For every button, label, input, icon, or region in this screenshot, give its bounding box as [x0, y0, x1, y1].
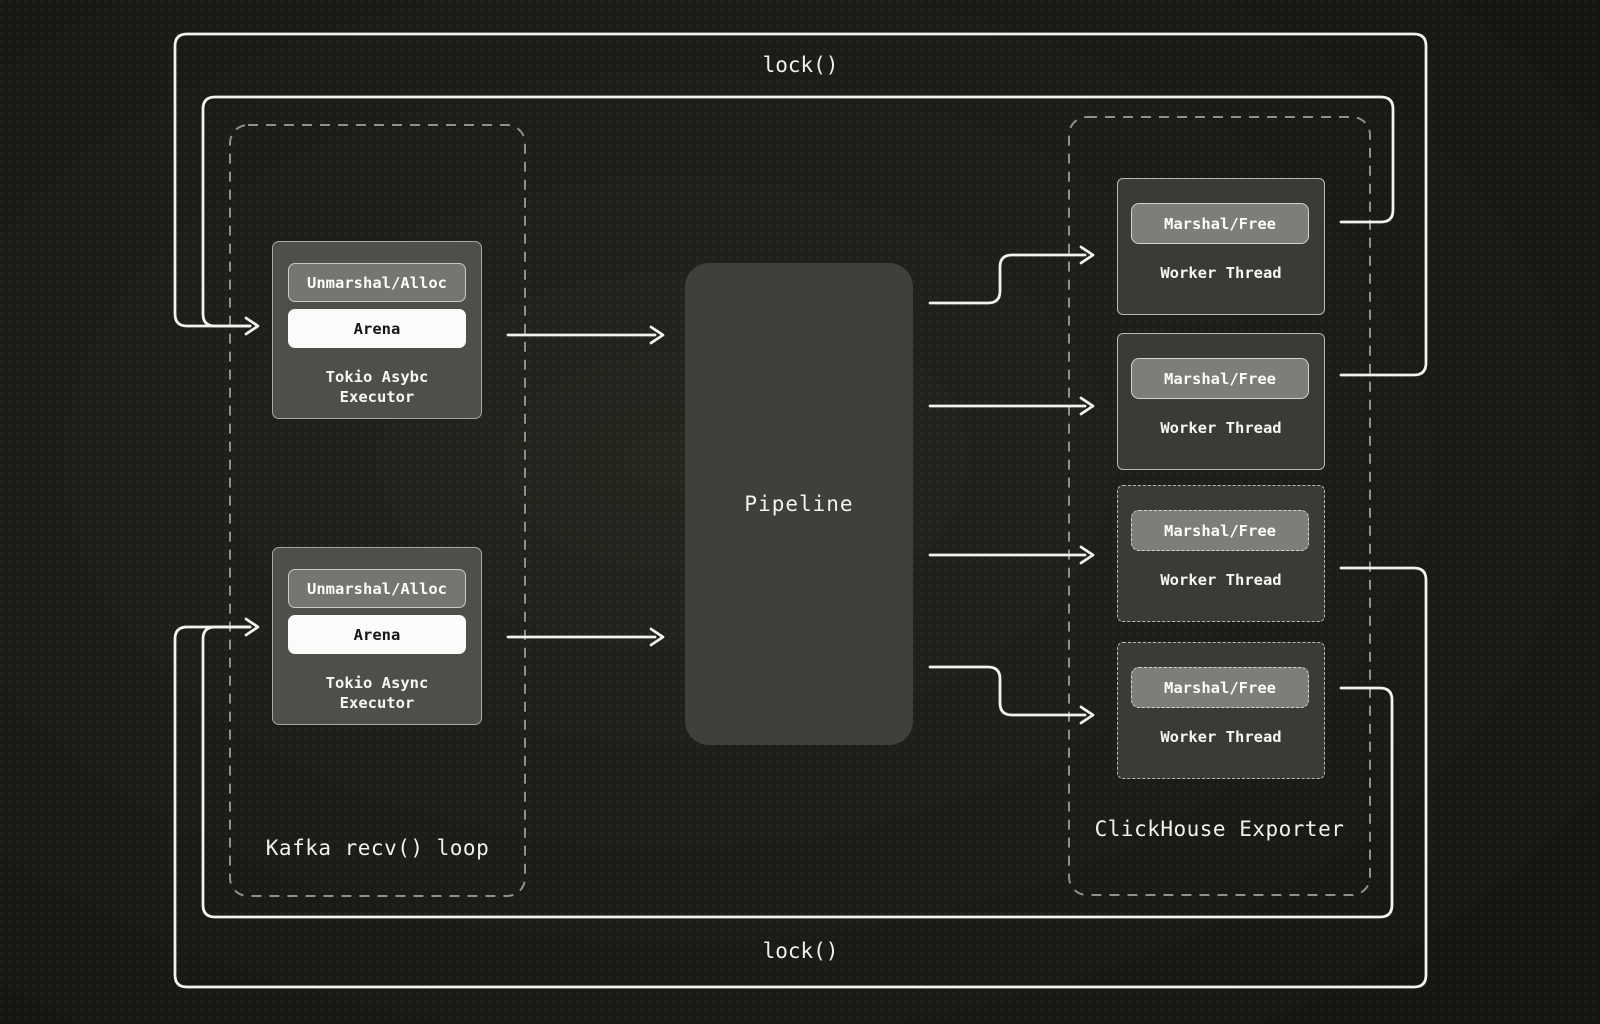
- kafka-group-label: Kafka recv() loop: [265, 836, 490, 860]
- worker-thread-box-4: Marshal/Free Worker Thread: [1117, 642, 1325, 779]
- executor-title-2: Tokio Async Executor: [325, 674, 429, 712]
- lock-loop-top-inner-line: [201, 95, 1395, 328]
- worker-thread-label-3: Worker Thread: [1160, 571, 1282, 589]
- worker-thread-box-2: Marshal/Free Worker Thread: [1117, 333, 1325, 470]
- unmarshal-alloc-chip-2: Unmarshal/Alloc: [288, 569, 466, 608]
- arrowhead-into-worker3: [1079, 545, 1095, 565]
- lock-label-bottom: lock(): [762, 939, 839, 963]
- executor-box-2: Unmarshal/Alloc Arena Tokio Async Execut…: [272, 547, 482, 725]
- kafka-group-box: Kafka recv() loop: [230, 125, 525, 896]
- arena-chip-1: Arena: [288, 309, 466, 348]
- arrowhead-into-worker1: [1079, 245, 1095, 265]
- lock-loop-bottom-outer-line: [173, 566, 1428, 989]
- lock-label-top: lock(): [762, 53, 839, 77]
- arrowhead-into-worker2: [1079, 396, 1095, 416]
- pipeline-to-worker4-line: [928, 665, 1087, 717]
- clickhouse-group-outline: [1068, 116, 1371, 896]
- executor-title-1: Tokio Asybc Executor: [325, 368, 429, 406]
- arrowhead-into-executor-2: [244, 617, 260, 637]
- pipeline-box: Pipeline: [685, 263, 913, 745]
- marshal-free-chip-3: Marshal/Free: [1131, 510, 1309, 551]
- worker-thread-label-4: Worker Thread: [1160, 728, 1282, 746]
- arrowhead-into-worker4: [1079, 705, 1095, 725]
- lock-loop-top-outer-line: [173, 32, 1428, 377]
- executor-box-1: Unmarshal/Alloc Arena Tokio Asybc Execut…: [272, 241, 482, 419]
- pipeline-to-worker1-line: [928, 253, 1087, 305]
- kafka-group-outline: [229, 124, 526, 897]
- marshal-free-chip-2: Marshal/Free: [1131, 358, 1309, 399]
- arrowhead-into-pipeline-top: [649, 325, 665, 345]
- arrowhead-into-executor-1: [244, 316, 260, 336]
- marshal-free-chip-1: Marshal/Free: [1131, 203, 1309, 244]
- worker-thread-box-3: Marshal/Free Worker Thread: [1117, 485, 1325, 622]
- arena-chip-2: Arena: [288, 615, 466, 654]
- clickhouse-group-label: ClickHouse Exporter: [1094, 817, 1345, 841]
- pipeline-label: Pipeline: [744, 492, 854, 516]
- arrowhead-into-pipeline-bottom: [649, 627, 665, 647]
- lock-loop-bottom-inner-line: [201, 625, 1394, 919]
- unmarshal-alloc-chip-1: Unmarshal/Alloc: [288, 263, 466, 302]
- worker-thread-label-2: Worker Thread: [1160, 419, 1282, 437]
- worker-thread-box-1: Marshal/Free Worker Thread: [1117, 178, 1325, 315]
- clickhouse-group-box: ClickHouse Exporter: [1069, 117, 1370, 895]
- worker-thread-label-1: Worker Thread: [1160, 264, 1282, 282]
- marshal-free-chip-4: Marshal/Free: [1131, 667, 1309, 708]
